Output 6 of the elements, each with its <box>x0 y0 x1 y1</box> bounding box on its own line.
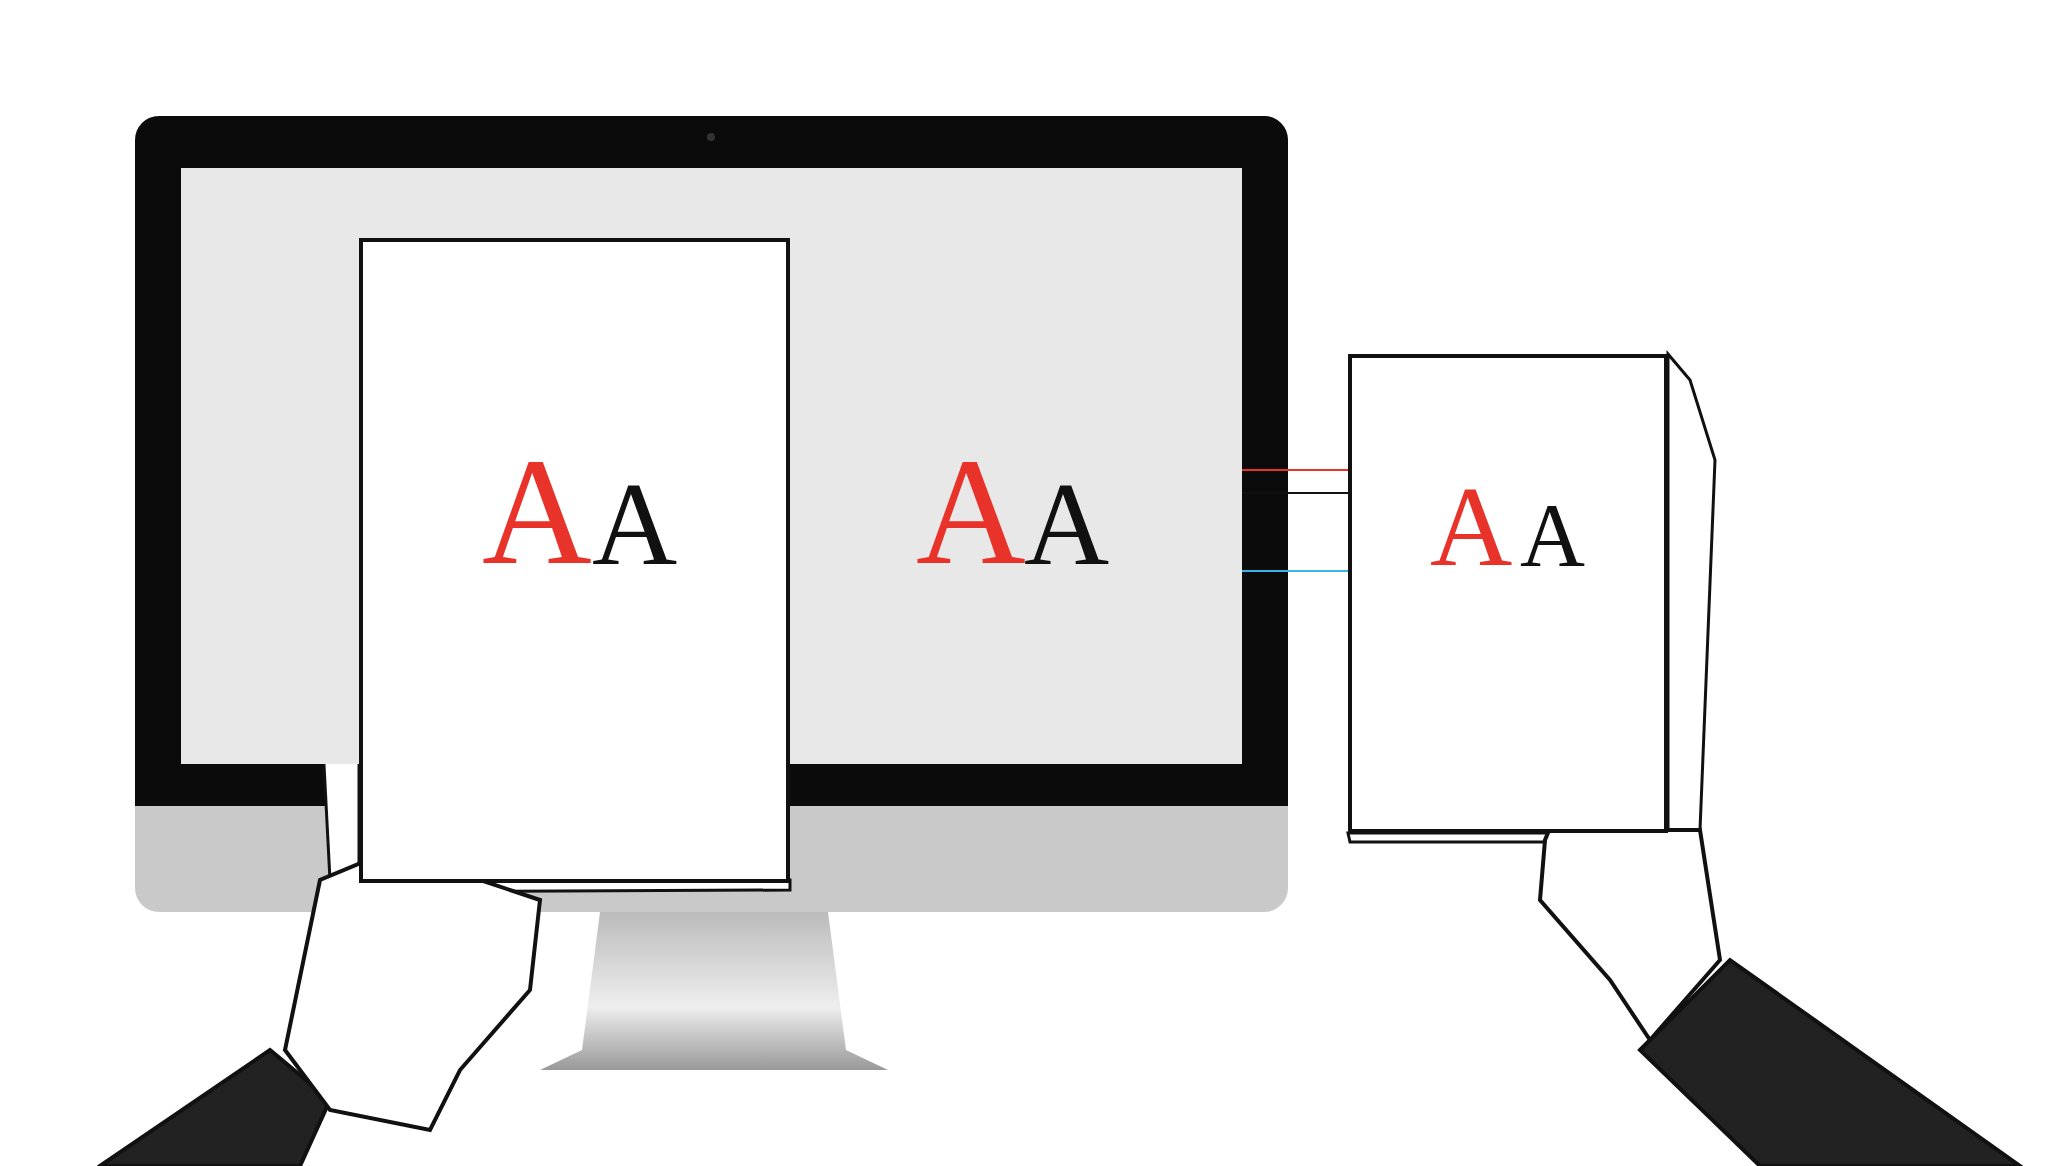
letter: A <box>916 435 1026 588</box>
letter: A <box>482 435 592 588</box>
letter: A <box>592 465 678 584</box>
letter: A <box>1024 465 1110 584</box>
letter: A <box>1430 469 1513 584</box>
letter: A <box>1520 490 1585 581</box>
